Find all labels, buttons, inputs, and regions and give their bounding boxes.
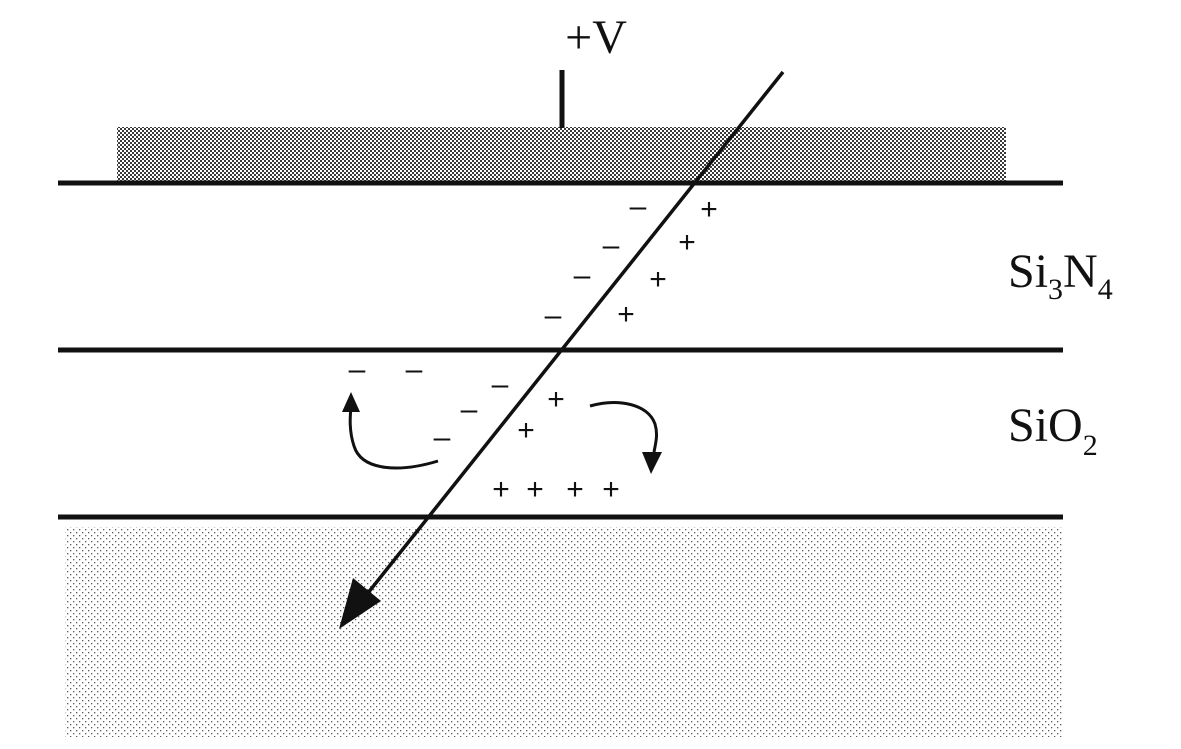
nitride-layer-label: Si3N4 (1008, 245, 1113, 306)
trapped-electron: – (349, 353, 366, 386)
nitride-hole: + (649, 263, 667, 296)
trapped-hole: + (602, 473, 620, 506)
oxide-hole: + (517, 414, 535, 447)
trapped-hole: + (526, 473, 544, 506)
oxide-electron: – (492, 368, 509, 401)
oxide-layer-label: SiO2 (1008, 399, 1098, 462)
trapped-electron: – (406, 353, 423, 386)
oxide-electron: – (461, 393, 478, 426)
nitride-electron: – (574, 259, 591, 292)
ion-track-arrowhead (339, 578, 381, 629)
hole-drift-arrow (589, 401, 659, 453)
ion-track-line (354, 70, 785, 610)
gate-voltage-label: +V (565, 11, 627, 64)
nitride-hole: + (617, 298, 635, 331)
nitride-hole: + (700, 193, 718, 226)
oxide-hole: + (547, 383, 565, 416)
nitride-hole: + (678, 226, 696, 259)
nitride-electron: – (545, 299, 562, 332)
electron-drift-arrow (348, 406, 439, 470)
nitride-electron: – (630, 190, 647, 223)
gate-electrode (117, 127, 1006, 183)
trapped-hole: + (566, 473, 584, 506)
trapped-hole: + (492, 473, 510, 506)
electron-drift-arrowhead (342, 392, 360, 412)
oxide-electron: – (434, 421, 451, 454)
nitride-electron: – (603, 229, 620, 262)
silicon-substrate (65, 527, 1062, 737)
hole-drift-arrowhead (642, 452, 662, 474)
